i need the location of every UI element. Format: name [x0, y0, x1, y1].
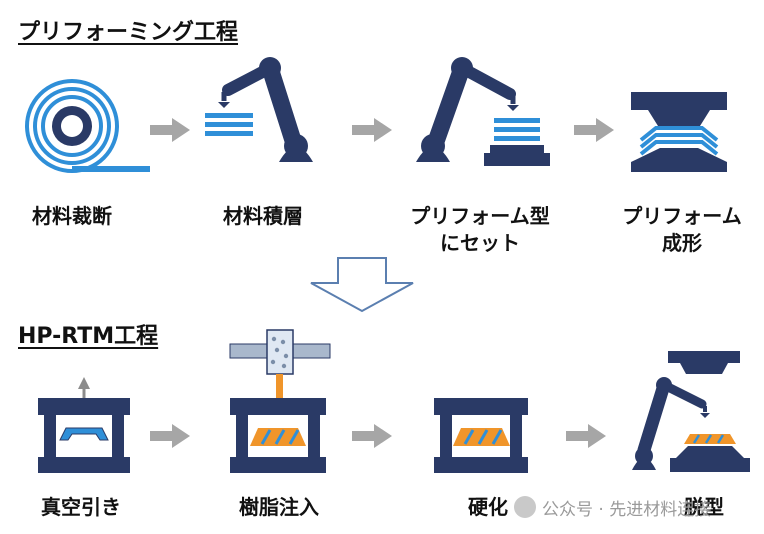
step-label-set-in-preform-mold: プリフォーム型 にセット — [395, 203, 565, 257]
step-label-curing: 硬化 — [458, 494, 518, 521]
step-label-line: 真空引き — [41, 495, 121, 519]
robot-demold-icon — [632, 351, 750, 472]
step-label-line: 脱型 — [684, 495, 724, 519]
step-label-line: 材料積層 — [223, 204, 303, 228]
step-label-preform-forming: プリフォーム 成形 — [612, 203, 752, 257]
curing-mold-icon — [434, 398, 528, 473]
step-label-line: 樹脂注入 — [239, 495, 319, 519]
process-arrow-icon — [574, 118, 614, 142]
step-label-line: 材料裁断 — [32, 204, 112, 228]
watermark-text: 公众号 · 先进材料连接 — [542, 499, 712, 520]
step-label-line: プリフォーム型 — [410, 204, 550, 228]
robot-stacking-icon — [205, 57, 313, 162]
preform-press-icon — [631, 92, 727, 172]
wechat-icon — [514, 496, 536, 518]
step-label-line: 硬化 — [468, 495, 508, 519]
step-label-material-cutting: 材料裁断 — [22, 203, 122, 230]
down-arrow-icon — [310, 257, 414, 313]
process-arrow-icon — [352, 118, 392, 142]
step-label-demolding: 脱型 — [664, 494, 744, 521]
process-arrow-icon — [566, 424, 606, 448]
hprtm-heading: HP-RTM工程 — [18, 324, 159, 349]
step-label-material-layup: 材料積層 — [213, 203, 313, 230]
step-label-resin-injection: 樹脂注入 — [224, 494, 334, 521]
watermark: 公众号 · 先进材料连接 — [514, 492, 711, 522]
process-arrow-icon — [150, 424, 190, 448]
vacuum-mold-icon — [38, 377, 130, 473]
step-label-vacuum: 真空引き — [26, 494, 136, 521]
step-label-line: にセット — [440, 231, 520, 255]
roll-icon — [25, 79, 150, 173]
resin-injection-icon — [229, 329, 331, 473]
step-label-line: 成形 — [662, 231, 702, 255]
step-label-line: プリフォーム — [622, 204, 742, 228]
process-arrow-icon — [150, 118, 190, 142]
process-arrow-icon — [352, 424, 392, 448]
robot-mold-set-icon — [416, 57, 550, 166]
preforming-heading: プリフォーミング工程 — [18, 20, 239, 45]
